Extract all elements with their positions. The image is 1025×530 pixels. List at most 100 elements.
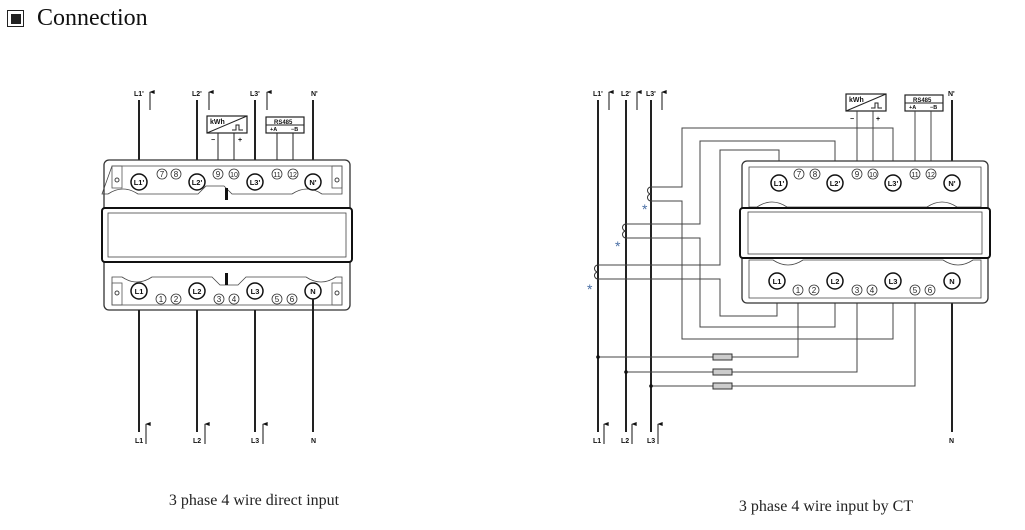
terminal-top-l2: L2' <box>826 174 844 192</box>
label-bottom-l3: L3 <box>251 438 259 445</box>
svg-text:N': N' <box>309 178 316 187</box>
small-terminal: 8 <box>809 168 821 180</box>
fuse-icon <box>712 368 733 376</box>
label-bottom-n: N <box>311 438 316 445</box>
svg-text:L3: L3 <box>889 277 898 286</box>
meter-body <box>101 159 353 311</box>
svg-text:L3: L3 <box>251 287 260 296</box>
svg-text:L2': L2' <box>830 179 841 188</box>
small-terminal: 10 <box>867 168 879 180</box>
svg-text:L1': L1' <box>134 178 145 187</box>
svg-text:3: 3 <box>855 286 860 295</box>
small-terminal: 1 <box>155 293 167 305</box>
label-top-l3: L3' <box>250 91 260 98</box>
rs485-label: RS485 <box>274 120 293 126</box>
small-terminal: 9 <box>212 168 224 180</box>
svg-text:N: N <box>949 277 954 286</box>
svg-text:2: 2 <box>812 286 817 295</box>
svg-text:8: 8 <box>813 170 818 179</box>
svg-text:L3': L3' <box>250 178 261 187</box>
svg-text:7: 7 <box>797 170 802 179</box>
label-top-l2: L2' <box>621 91 631 98</box>
label-bottom-n: N <box>949 438 954 445</box>
label-bottom-l3: L3 <box>647 438 655 445</box>
small-terminal: 5 <box>271 293 283 305</box>
small-terminal: 4 <box>228 293 240 305</box>
label-top-n: N' <box>948 91 955 98</box>
svg-text:L1: L1 <box>773 277 782 286</box>
terminal-bottom-l3: L3 <box>884 272 902 290</box>
small-terminal: 11 <box>271 168 283 180</box>
terminal-top-n: N' <box>943 174 961 192</box>
svg-text:4: 4 <box>232 295 237 304</box>
pulse-icon <box>232 124 243 131</box>
label-top-l2: L2' <box>192 91 202 98</box>
svg-text:N: N <box>310 287 315 296</box>
caption-ct-input: 3 phase 4 wire input by CT <box>739 498 913 515</box>
meter-body <box>739 160 991 304</box>
small-terminal: 3 <box>213 293 225 305</box>
terminal-top-l2: L2' <box>188 173 206 191</box>
pulse-output-box: kWh − + <box>845 93 887 162</box>
svg-text:3: 3 <box>217 295 222 304</box>
fuse-icon <box>712 353 733 361</box>
pulse-output-box: kWh − + <box>206 115 248 160</box>
terminal-bottom-l3: L3 <box>246 282 264 300</box>
svg-text:L2: L2 <box>831 277 840 286</box>
label-bottom-l1: L1 <box>135 438 143 445</box>
label-bottom-l2: L2 <box>621 438 629 445</box>
svg-text:L1: L1 <box>135 287 144 296</box>
svg-text:8: 8 <box>174 170 179 179</box>
label-bottom-l1: L1 <box>593 438 601 445</box>
small-terminal: 4 <box>866 284 878 296</box>
terminal-top-l1: L1' <box>770 174 788 192</box>
small-terminal: 2 <box>170 293 182 305</box>
terminal-top-n: N' <box>304 173 322 191</box>
svg-text:L2': L2' <box>192 178 203 187</box>
svg-text:11: 11 <box>273 172 280 179</box>
rs485-b: −B <box>291 127 298 133</box>
ct-coil-icon <box>622 223 627 239</box>
ct-polarity-marker: * <box>587 281 593 297</box>
terminal-top-l3: L3' <box>246 173 264 191</box>
rs485-label: RS485 <box>913 98 932 104</box>
small-terminal: 8 <box>170 168 182 180</box>
svg-text:11: 11 <box>911 172 918 179</box>
svg-text:12: 12 <box>927 172 935 179</box>
terminal-bottom-n: N <box>304 282 322 300</box>
pulse-minus: − <box>850 116 854 123</box>
svg-text:2: 2 <box>174 295 179 304</box>
pulse-minus: − <box>211 137 215 144</box>
svg-text:6: 6 <box>290 295 295 304</box>
terminal-bottom-l1: L1 <box>130 282 148 300</box>
svg-text:12: 12 <box>289 172 297 179</box>
small-terminal: 5 <box>909 284 921 296</box>
svg-text:10: 10 <box>869 172 877 179</box>
svg-text:L1': L1' <box>774 179 785 188</box>
rs485-a: +A <box>909 105 916 111</box>
section-title: Connection <box>37 5 148 31</box>
ct-polarity-marker: * <box>615 238 621 254</box>
ct-coil-icon <box>647 186 652 202</box>
terminal-top-l3: L3' <box>884 174 902 192</box>
terminal-bottom-l2: L2 <box>826 272 844 290</box>
small-terminal: 6 <box>286 293 298 305</box>
rs485-box: RS485 +A −B <box>265 116 305 160</box>
pulse-icon <box>871 102 882 109</box>
small-terminal: 1 <box>792 284 804 296</box>
small-terminal: 10 <box>228 168 240 180</box>
svg-text:N': N' <box>948 179 955 188</box>
small-terminal: 3 <box>851 284 863 296</box>
pulse-plus: + <box>238 137 242 144</box>
svg-text:1: 1 <box>796 286 801 295</box>
diagram-direct-input: L1' L2' L3' N' kWh − + RS485 +A <box>101 90 353 509</box>
ct-coil-icon <box>594 264 599 280</box>
rs485-b: −B <box>930 105 937 111</box>
caption-direct-input: 3 phase 4 wire direct input <box>169 492 340 509</box>
small-terminal: 7 <box>156 168 168 180</box>
diagram-ct-input: L1' L2' L3' N' * * * <box>587 90 991 515</box>
rs485-a: +A <box>270 127 277 133</box>
pulse-box-label: kWh <box>849 97 864 104</box>
label-top-l1: L1' <box>593 91 603 98</box>
small-terminal: 12 <box>287 168 299 180</box>
